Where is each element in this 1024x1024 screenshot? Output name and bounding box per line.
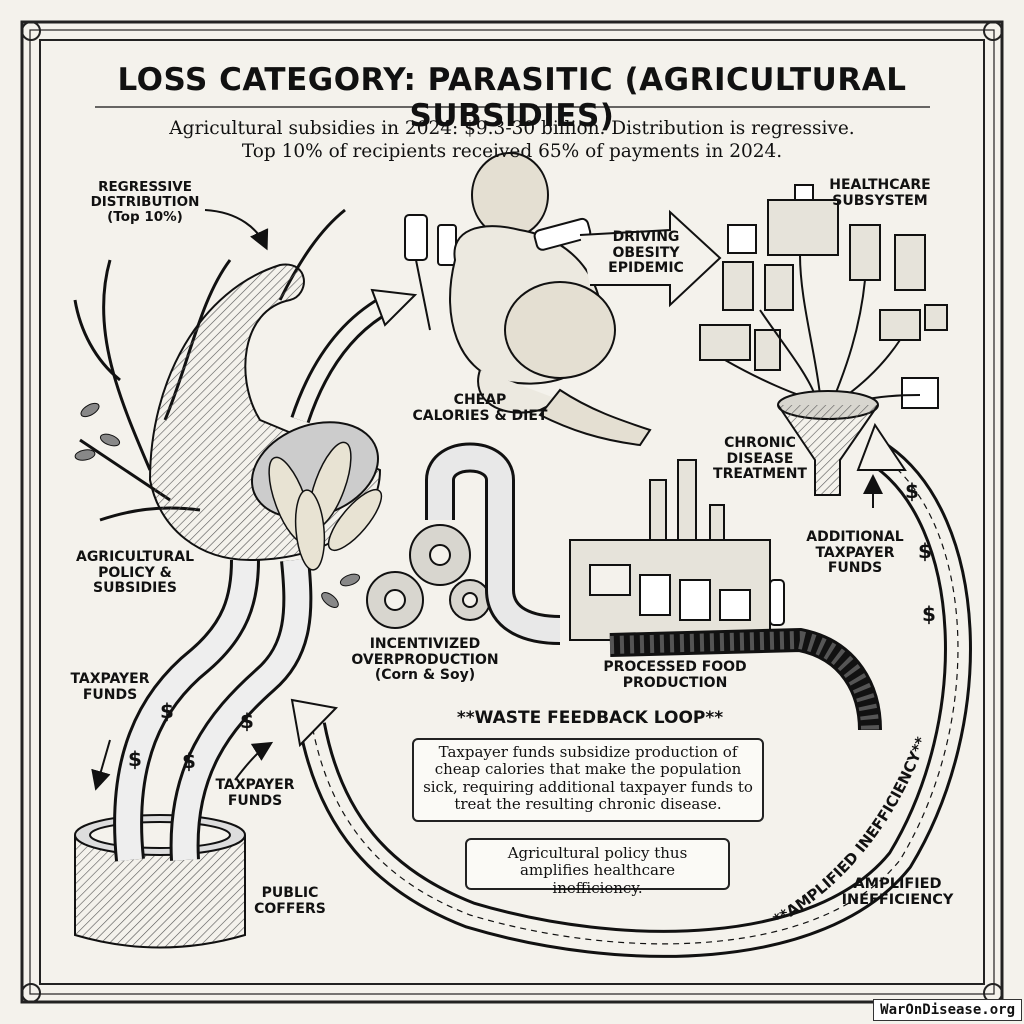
label-line: EPIDEMIC — [608, 260, 684, 277]
label-line: CHEAP — [453, 392, 507, 408]
label-agricultural-policy: AGRICULTURAL POLICY & SUBSIDIES — [65, 549, 205, 597]
subtitle-line-1: Agricultural subsidies in 2024: $9.3-30 … — [169, 118, 855, 139]
label-line: SUBSYSTEM — [832, 192, 928, 209]
dollar-sign: $ — [128, 747, 142, 771]
funnel — [777, 390, 879, 496]
leaves — [74, 402, 361, 608]
obese-person — [404, 152, 652, 447]
policy-amplifies-note: Agricultural policy thus amplifies healt… — [465, 838, 730, 896]
label-line: TREATMENT — [713, 466, 807, 483]
label-line: TAXPAYER — [70, 671, 150, 687]
ornate-frame — [20, 20, 1004, 1004]
dollar-sign: $ — [922, 602, 936, 626]
label-line: ADDITIONAL — [806, 529, 904, 545]
label-taxpayer-funds-mid: TAXPAYER FUNDS — [205, 777, 305, 809]
public-coffers-drum — [74, 814, 246, 949]
arrow-to-healthcare — [579, 209, 722, 308]
dollar-sign: $ — [905, 479, 919, 503]
feedback-loop-arrow — [290, 422, 972, 958]
label-taxpayer-funds-left: TAXPAYER FUNDS — [60, 671, 160, 703]
label-line: (Top 10%) — [107, 209, 183, 226]
label-amplified-inefficiency: AMPLIFIED INEFFICIENCY — [835, 876, 960, 908]
label-arrows — [91, 209, 883, 791]
label-driving-obesity: DRIVING OBESITY EPIDEMIC — [596, 229, 696, 277]
arrow-to-consumer — [290, 288, 418, 424]
dollar-sign: $ — [240, 709, 254, 733]
label-line: HEALTHCARE — [829, 177, 931, 193]
label-public-coffers: PUBLIC COFFERS — [250, 885, 330, 917]
corn-cobs — [268, 441, 383, 571]
label-line: SUBSIDIES — [93, 580, 177, 597]
label-line: AMPLIFIED — [853, 876, 942, 892]
label-line: DISTRIBUTION — [90, 194, 200, 211]
label-line: CALORIES & DIET — [412, 407, 548, 424]
label-line: FUNDS — [82, 686, 138, 703]
label-line: DRIVING — [612, 229, 680, 245]
label-line: REGRESSIVE — [98, 179, 192, 195]
subtitle: Agricultural subsidies in 2024: $9.3-30 … — [120, 118, 904, 163]
label-line: DISEASE — [726, 450, 794, 467]
brand-watermark: WarOnDisease.org — [873, 999, 1022, 1021]
label-line: OBESITY — [612, 244, 680, 261]
label-chronic-disease: CHRONIC DISEASE TREATMENT — [710, 435, 810, 483]
label-line: PROCESSED FOOD — [603, 659, 747, 675]
label-additional-funds: ADDITIONAL TAXPAYER FUNDS — [800, 529, 910, 577]
label-line: FUNDS — [227, 792, 283, 809]
processed-food-factory — [569, 459, 785, 641]
waste-feedback-loop-title: **WASTE FEEDBACK LOOP** — [456, 708, 724, 728]
label-line: PUBLIC — [261, 885, 319, 901]
dollar-sign: $ — [182, 749, 196, 773]
overproduction-gears — [366, 524, 491, 629]
label-line: COFFERS — [254, 900, 326, 917]
taxpayer-pipes — [113, 558, 313, 862]
label-line: CHRONIC — [724, 435, 796, 451]
label-line: TAXPAYER — [815, 544, 895, 561]
label-processed-food: PROCESSED FOOD PRODUCTION — [590, 659, 760, 691]
subtitle-line-2: Top 10% of recipients received 65% of pa… — [241, 140, 783, 162]
label-regressive-distribution: REGRESSIVE DISTRIBUTION (Top 10%) — [75, 179, 215, 226]
label-line: POLICY & — [98, 564, 172, 581]
conveyor-belt — [609, 627, 882, 731]
page-title: LOSS CATEGORY: PARASITIC (AGRICULTURAL S… — [117, 62, 907, 134]
label-line: TAXPAYER — [215, 777, 295, 793]
feedback-loop-explanation: Taxpayer funds subsidize production of c… — [412, 738, 764, 822]
label-incentivized-overproduction: INCENTIVIZED OVERPRODUCTION (Corn & Soy) — [345, 636, 505, 684]
pipe-to-factory — [425, 442, 561, 645]
label-line: FUNDS — [827, 560, 883, 577]
label-line: OVERPRODUCTION — [351, 651, 499, 668]
label-cheap-calories: CHEAP CALORIES & DIET — [405, 392, 555, 424]
dollar-sign: $ — [918, 539, 932, 563]
label-line: AGRICULTURAL — [75, 549, 194, 565]
label-line: PRODUCTION — [622, 674, 728, 691]
label-line: (Corn & Soy) — [374, 667, 476, 684]
dollar-sign: $ — [160, 699, 174, 723]
label-line: INCENTIVIZED — [369, 636, 481, 652]
label-line: INEFFICIENCY — [841, 892, 954, 909]
healthcare-subsystem — [699, 184, 948, 409]
label-healthcare-subsystem: HEALTHCARE SUBSYSTEM — [820, 177, 940, 209]
